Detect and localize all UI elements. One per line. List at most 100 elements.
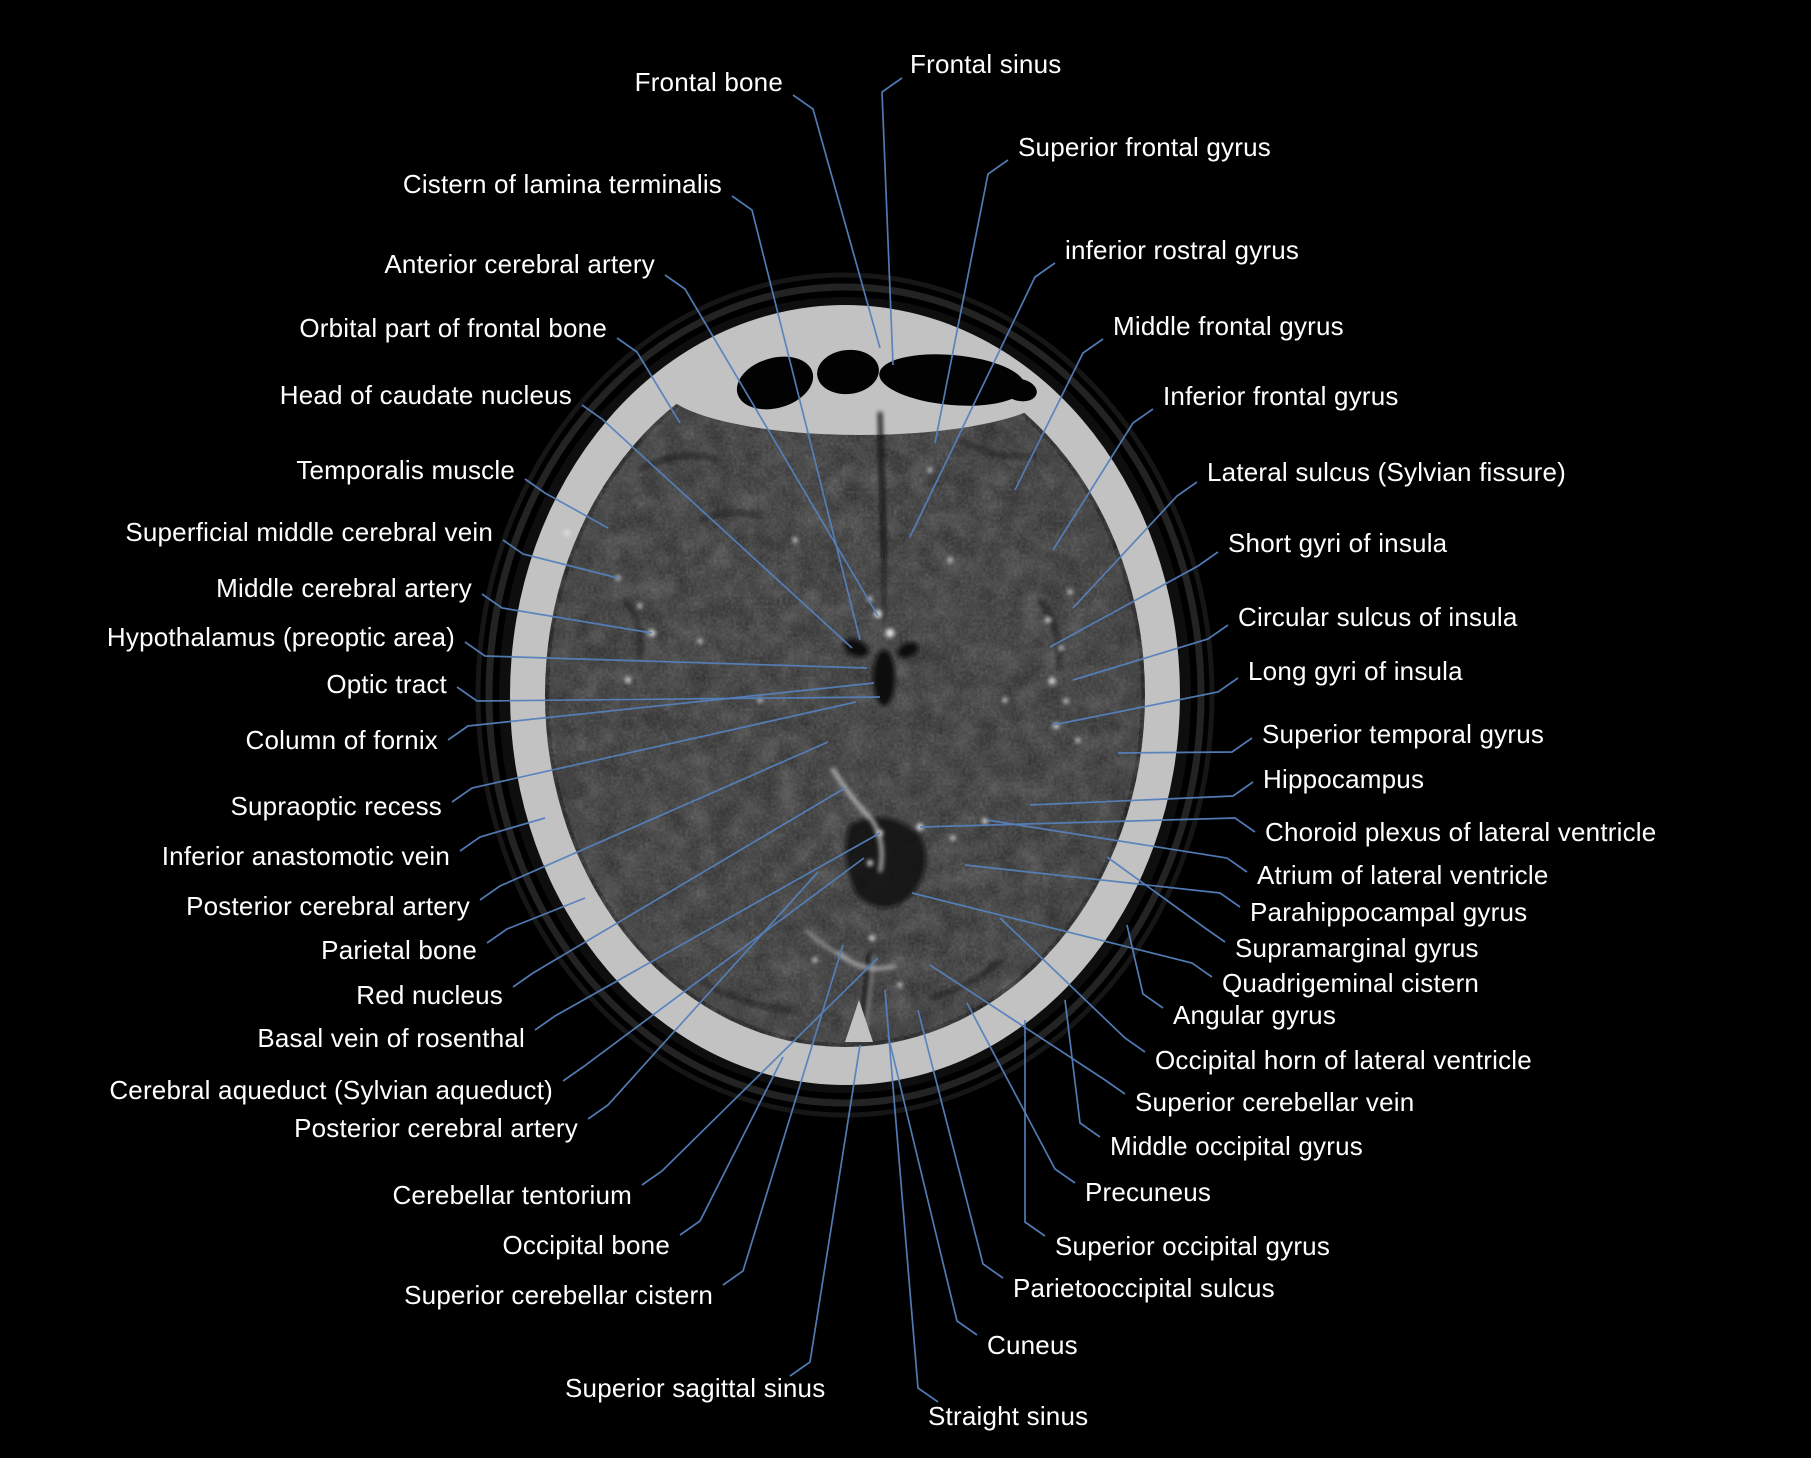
anatomy-label-posterior-cerebral-artery: Posterior cerebral artery — [186, 891, 470, 921]
leader-line-posterior-cerebral-artery — [587, 871, 819, 1120]
leader-line-superior-cerebellar-vein — [929, 964, 1126, 1095]
anatomy-label-cerebellar-tentorium: Cerebellar tentorium — [392, 1180, 632, 1210]
anatomy-label-column-of-fornix: Column of fornix — [245, 725, 438, 755]
leader-line-frontal-bone — [792, 94, 881, 349]
leader-line-quadrigeminal-cistern — [911, 892, 1213, 978]
leader-line-superior-cerebellar-cistern — [722, 944, 844, 1286]
leader-line-cerebral-aqueduct-sylvian-aqueduct — [562, 857, 865, 1082]
leader-line-middle-frontal-gyrus — [1014, 338, 1104, 491]
midline-structures — [843, 411, 926, 1033]
anatomy-label-middle-occipital-gyrus: Middle occipital gyrus — [1110, 1131, 1363, 1161]
anatomy-label-short-gyri-of-insula: Short gyri of insula — [1228, 528, 1448, 558]
leader-line-atrium-of-lateral-ventricle — [986, 819, 1248, 873]
anatomy-label-orbital-part-of-frontal-bone: Orbital part of frontal bone — [299, 313, 607, 343]
leader-line-short-gyri-of-insula — [1049, 551, 1219, 648]
anatomy-label-anterior-cerebral-artery: Anterior cerebral artery — [384, 249, 655, 279]
leader-line-superior-occipital-gyrus — [1024, 1020, 1046, 1237]
leader-line-occipital-bone — [679, 1056, 784, 1236]
leader-line-posterior-cerebral-artery — [479, 741, 829, 901]
anatomy-label-red-nucleus: Red nucleus — [356, 980, 503, 1010]
anatomy-label-superior-sagittal-sinus: Superior sagittal sinus — [565, 1373, 826, 1403]
leader-line-superior-temporal-gyrus — [1117, 737, 1253, 754]
third-ventricle — [873, 650, 895, 706]
leader-line-superficial-middle-cerebral-vein — [502, 539, 619, 579]
leader-line-parahippocampal-gyrus — [964, 864, 1241, 908]
anatomy-label-occipital-horn-of-lateral-ventricle: Occipital horn of lateral ventricle — [1155, 1045, 1532, 1075]
leader-line-basal-vein-of-rosenthal — [534, 832, 881, 1031]
leader-line-supramarginal-gyrus — [1106, 856, 1226, 943]
leader-line-optic-tract — [456, 686, 881, 702]
anatomy-label-middle-cerebral-artery: Middle cerebral artery — [216, 573, 472, 603]
leader-line-superior-sagittal-sinus — [789, 1044, 861, 1377]
leader-line-cistern-of-lamina-terminalis — [731, 195, 861, 641]
leader-line-superior-frontal-gyrus — [934, 159, 1009, 444]
anatomy-label-atrium-of-lateral-ventricle: Atrium of lateral ventricle — [1257, 860, 1549, 890]
anatomy-label-choroid-plexus-of-lateral-ventricle: Choroid plexus of lateral ventricle — [1265, 817, 1657, 847]
leader-line-inferior-frontal-gyrus — [1052, 408, 1154, 551]
leader-line-straight-sinus — [884, 989, 939, 1403]
anatomy-label-posterior-cerebral-artery: Posterior cerebral artery — [294, 1113, 578, 1143]
anatomy-label-lateral-sulcus-sylvian-fissure: Lateral sulcus (Sylvian fissure) — [1207, 457, 1566, 487]
anatomy-label-hippocampus: Hippocampus — [1263, 764, 1425, 794]
anatomy-label-superficial-middle-cerebral-vein: Superficial middle cerebral vein — [125, 517, 493, 547]
leader-line-head-of-caudate-nucleus — [581, 404, 853, 649]
occipital-crest — [845, 1000, 873, 1042]
anatomy-label-optic-tract: Optic tract — [326, 669, 447, 699]
leader-line-middle-cerebral-artery — [481, 593, 653, 634]
quadrigeminal-cistern-shape — [845, 817, 926, 908]
leader-line-column-of-fornix — [447, 682, 875, 741]
anatomy-label-parahippocampal-gyrus: Parahippocampal gyrus — [1250, 897, 1528, 927]
anatomy-label-parietal-bone: Parietal bone — [321, 935, 477, 965]
leader-line-circular-sulcus-of-insula — [1072, 624, 1229, 681]
anatomy-label-superior-occipital-gyrus: Superior occipital gyrus — [1055, 1231, 1331, 1261]
anatomy-label-cuneus: Cuneus — [987, 1330, 1078, 1360]
anatomy-label-supraoptic-recess: Supraoptic recess — [230, 791, 442, 821]
anatomy-label-hypothalamus-preoptic-area: Hypothalamus (preoptic area) — [106, 622, 455, 652]
anatomy-label-basal-vein-of-rosenthal: Basal vein of rosenthal — [257, 1023, 525, 1053]
leader-line-choroid-plexus-of-lateral-ventricle — [919, 817, 1256, 833]
leader-line-supraoptic-recess — [451, 701, 857, 803]
leader-line-precuneus — [966, 1002, 1076, 1184]
leader-line-frontal-sinus — [881, 77, 903, 366]
anatomy-label-supramarginal-gyrus: Supramarginal gyrus — [1235, 933, 1479, 963]
anatomy-label-precuneus: Precuneus — [1085, 1177, 1212, 1207]
leader-line-parietooccipital-sulcus — [917, 1009, 1004, 1279]
anatomy-label-long-gyri-of-insula: Long gyri of insula — [1248, 656, 1463, 686]
leader-line-hypothalamus-preoptic-area — [464, 641, 868, 669]
anatomy-label-cistern-of-lamina-terminalis: Cistern of lamina terminalis — [402, 169, 722, 199]
anatomy-label-inferior-rostral-gyrus: inferior rostral gyrus — [1065, 235, 1300, 265]
anatomy-label-inferior-frontal-gyrus: Inferior frontal gyrus — [1163, 381, 1399, 411]
anatomy-label-straight-sinus: Straight sinus — [928, 1401, 1089, 1431]
anatomy-label-middle-frontal-gyrus: Middle frontal gyrus — [1113, 311, 1344, 341]
leader-line-anterior-cerebral-artery — [664, 274, 879, 617]
leader-line-cuneus — [887, 1034, 978, 1336]
leader-line-inferior-anastomotic-vein — [459, 817, 546, 852]
leader-line-cerebellar-tentorium — [641, 957, 879, 1186]
anatomy-label-cerebral-aqueduct-sylvian-aqueduct: Cerebral aqueduct (Sylvian aqueduct) — [109, 1075, 553, 1105]
anatomy-label-superior-cerebellar-vein: Superior cerebellar vein — [1135, 1087, 1415, 1117]
leader-line-angular-gyrus — [1126, 924, 1164, 1009]
brain-tissue — [545, 343, 1145, 1047]
leader-line-lateral-sulcus-sylvian-fissure — [1072, 481, 1198, 609]
anatomy-label-superior-cerebellar-cistern: Superior cerebellar cistern — [404, 1280, 713, 1310]
leader-line-middle-occipital-gyrus — [1064, 999, 1101, 1138]
anatomy-label-superior-temporal-gyrus: Superior temporal gyrus — [1262, 719, 1545, 749]
leader-line-occipital-horn-of-lateral-ventricle — [999, 917, 1146, 1053]
leader-line-red-nucleus — [512, 787, 846, 988]
anatomy-label-circular-sulcus-of-insula: Circular sulcus of insula — [1238, 602, 1518, 632]
anatomy-label-head-of-caudate-nucleus: Head of caudate nucleus — [279, 380, 572, 410]
anatomy-label-temporalis-muscle: Temporalis muscle — [296, 455, 515, 485]
leader-line-parietal-bone — [486, 897, 586, 944]
anatomy-label-superior-frontal-gyrus: Superior frontal gyrus — [1018, 132, 1271, 162]
leader-line-inferior-rostral-gyrus — [909, 262, 1056, 538]
anatomy-label-angular-gyrus: Angular gyrus — [1173, 1000, 1337, 1030]
frontal-sinus — [662, 335, 1058, 435]
anatomy-label-frontal-bone: Frontal bone — [634, 67, 783, 97]
anatomy-label-frontal-sinus: Frontal sinus — [910, 49, 1062, 79]
internal-cerebral-veins — [804, 766, 896, 971]
anatomy-label-occipital-bone: Occipital bone — [502, 1230, 670, 1260]
leader-line-temporalis-muscle — [524, 478, 609, 529]
